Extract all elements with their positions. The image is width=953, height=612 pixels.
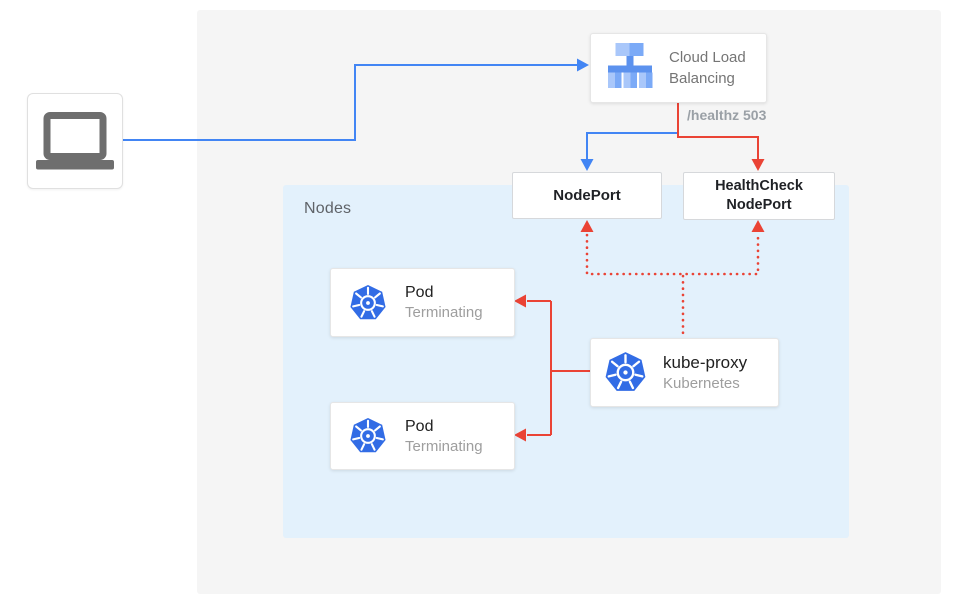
cloud-load-balancing-label: Cloud Load Balancing — [669, 49, 746, 87]
laptop-icon — [36, 112, 114, 170]
nodeport-label: NodePort — [553, 187, 621, 204]
kube-proxy-title: kube-proxy — [663, 352, 748, 372]
kubernetes-icon — [604, 351, 647, 394]
kube-proxy-subtitle: Kubernetes — [663, 374, 740, 392]
pod-title: Pod — [405, 284, 434, 301]
kubernetes-icon — [349, 284, 387, 322]
healthcheck-nodeport-label-line1: HealthCheck — [715, 178, 803, 194]
cloud-load-balancing-icon — [606, 42, 654, 94]
healthcheck-nodeport-label-line2: NodePort — [726, 197, 792, 213]
pod-title: Pod — [405, 417, 434, 435]
healthcheck-nodeport-node: HealthCheck NodePort — [683, 172, 835, 220]
pod-status: Terminating — [405, 304, 483, 321]
kube-proxy-node: kube-proxy Kubernetes — [590, 338, 779, 407]
kubernetes-icon — [349, 417, 387, 455]
pod-node-2: Pod Terminating — [330, 402, 515, 470]
pod-status: Terminating — [405, 437, 483, 455]
client-node — [27, 93, 123, 189]
nodeport-node: NodePort — [512, 172, 662, 219]
cloud-load-balancing-node: Cloud Load Balancing — [590, 33, 767, 103]
healthz-status-label: /healthz 503 — [687, 107, 767, 123]
pod-node-1: Pod Terminating — [330, 268, 515, 337]
nodes-panel-label: Nodes — [304, 200, 352, 217]
